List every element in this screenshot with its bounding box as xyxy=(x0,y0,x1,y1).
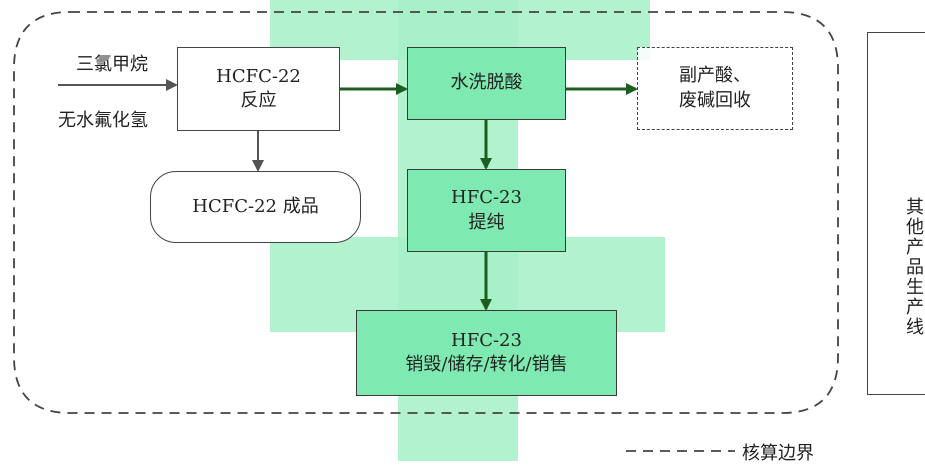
accounting-boundary xyxy=(13,11,839,414)
other-production-lines-box: 其他产品生产线 xyxy=(867,32,925,395)
byproduct-line2: 废碱回收 xyxy=(679,89,751,111)
byproduct-line1: 副产酸、 xyxy=(679,65,751,87)
hfc23-disposal-line1: HFC-23 xyxy=(451,329,522,351)
hfc23-disposal-box: HFC-23 销毁/储存/转化/销售 xyxy=(356,310,617,396)
hcfc22-reaction-box: HCFC-22 反应 xyxy=(177,47,340,131)
water-wash-label: 水洗脱酸 xyxy=(450,72,523,94)
hfc23-purify-line2: 提纯 xyxy=(468,211,505,233)
hcfc22-product-box: HCFC-22 成品 xyxy=(150,171,361,243)
hfc23-purify-line1: HFC-23 xyxy=(451,187,522,209)
hfc23-purify-box: HFC-23 提纯 xyxy=(407,169,566,252)
other-production-lines-label: 其他产品生产线 xyxy=(903,196,924,337)
input-hf-label: 无水氟化氢 xyxy=(58,110,148,131)
hfc23-disposal-line2: 销毁/储存/转化/销售 xyxy=(405,354,568,375)
legend-boundary-label: 核算边界 xyxy=(742,443,814,464)
hcfc22-product-label: HCFC-22 成品 xyxy=(192,195,319,217)
hcfc22-reaction-line2: 反应 xyxy=(240,90,277,111)
byproduct-recovery-box: 副产酸、 废碱回收 xyxy=(637,47,793,130)
input-chloroform-label: 三氯甲烷 xyxy=(76,54,148,75)
water-wash-box: 水洗脱酸 xyxy=(407,47,566,120)
hcfc22-reaction-line1: HCFC-22 xyxy=(216,65,301,87)
